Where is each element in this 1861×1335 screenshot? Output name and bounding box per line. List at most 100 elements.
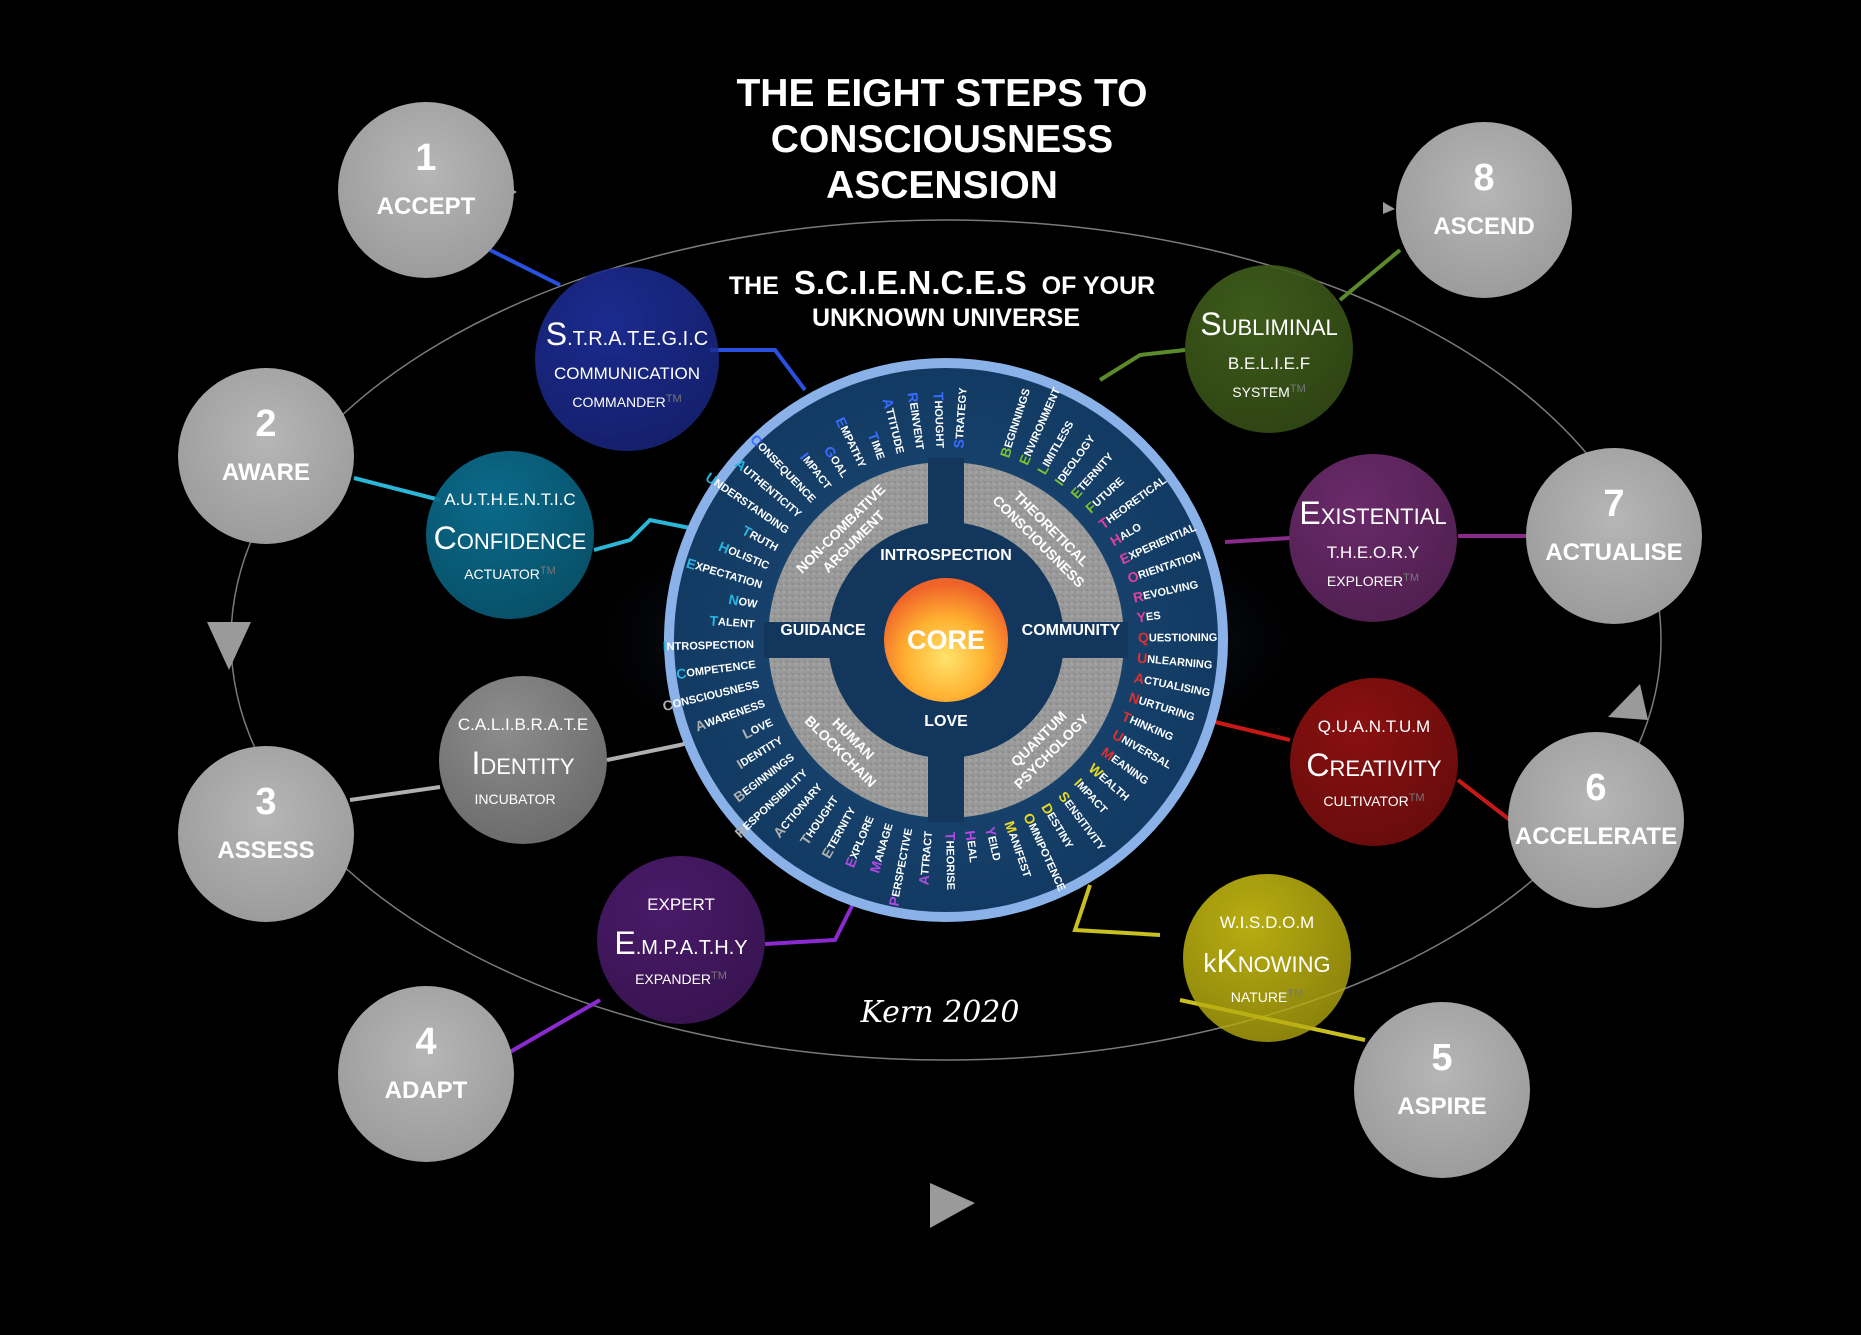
step-label: ACTUALISE (1545, 539, 1682, 566)
science-title-rest: ONFIDENCE (457, 529, 587, 554)
connector-line (710, 348, 807, 392)
science-top: W.I.S.D.O.M (1220, 913, 1314, 932)
spoke-left: GUIDANCE (780, 622, 866, 639)
subtitle-suffix: OF YOUR (1042, 272, 1155, 300)
trademark: TM (540, 565, 556, 577)
science-bottom: ACTUATOR (464, 566, 540, 582)
step-label: ASPIRE (1397, 1093, 1486, 1120)
core-label: CORE (907, 625, 985, 655)
science-title-rest: XISTENTIAL (1321, 504, 1447, 529)
spoke-top: INTROSPECTION (880, 547, 1012, 564)
science-second: T.H.E.O.R.Y (1327, 543, 1420, 562)
science-title-rest: .M.P.A.T.H.Y (636, 937, 748, 959)
ring-word: INTROSPECTION (663, 636, 755, 654)
title-line-3: ASCENSION (826, 164, 1058, 207)
science-disc (1183, 874, 1351, 1042)
science-disc (597, 856, 765, 1024)
science-bottom: COMMANDER (572, 394, 665, 410)
ring-word: THOUGHT (931, 392, 949, 449)
science-title: IDENTITY (471, 745, 574, 781)
ring-word: NOW (727, 591, 759, 612)
ring-word: STRATEGY (950, 386, 970, 449)
science-disc (1289, 454, 1457, 622)
step-disc (338, 102, 514, 278)
subtitle-acronym: S.C.I.E.N.C.E.S (794, 264, 1027, 301)
step-label: ACCEPT (377, 193, 476, 220)
connector-line (593, 517, 701, 552)
science-top: Q.U.A.N.T.U.M (1318, 717, 1430, 736)
orbit-arrow-small-right (1383, 202, 1395, 214)
science-disc (439, 676, 607, 844)
trademark: TM (556, 790, 572, 802)
ring-word: THEORISE (943, 832, 960, 890)
connector-line (349, 785, 441, 802)
ring-word: YEILD (982, 825, 1005, 862)
science-title: S.T.R.A.T.E.G.I.C (546, 316, 708, 352)
science-second: COMMUNICATION (554, 364, 700, 383)
connector-line (1072, 884, 1161, 937)
signature: Kern 2020 (860, 995, 1020, 1030)
science-subtitle: EXPLORERTM (1327, 572, 1419, 589)
title: THE EIGHT STEPS TO CONSCIOUSNESS ASCENSI… (736, 72, 1147, 207)
connector-line (1224, 536, 1291, 544)
ring-word: TALENT (709, 612, 756, 632)
steps: 1ACCEPT2AWARE3ASSESS4ADAPT5ASPIRE6ACCELE… (178, 102, 1702, 1178)
science-title-rest: UBLIMINAL (1222, 315, 1338, 340)
science-title-rest: REATIVITY (1330, 756, 1442, 781)
step-label: ACCELERATE (1515, 823, 1677, 850)
step-label: AWARE (222, 459, 310, 486)
trademark: TM (1409, 792, 1425, 804)
step-disc (1354, 1002, 1530, 1178)
ring-word: YES (1136, 607, 1162, 626)
connector-line (764, 889, 862, 946)
science-subtitle: ACTUATORTM (464, 565, 556, 582)
connector-line (353, 476, 441, 502)
orbit-arrow-right (930, 1183, 975, 1228)
trademark: TM (666, 393, 682, 405)
science-title-rest: .T.R.A.T.E.G.I.C (567, 328, 708, 350)
science-subtitle: EXPANDERTM (635, 970, 727, 987)
step-number: 4 (415, 1021, 436, 1063)
subtitle-line-2: UNKNOWN UNIVERSE (812, 304, 1080, 332)
connector-line (508, 998, 602, 1054)
sciences-wheel: STRATEGYTHOUGHTREINVENTATTITUDETIMEEMPAT… (661, 358, 1228, 922)
science-disc (535, 267, 719, 451)
science-bottom: EXPANDER (635, 971, 711, 987)
science-title: CREATIVITY (1306, 747, 1441, 783)
ring-word: HEAL (962, 829, 982, 863)
step-label: ADAPT (385, 1077, 468, 1104)
science-disc (1290, 678, 1458, 846)
science-second: B.E.L.I.E.F (1228, 354, 1310, 373)
spoke-right: COMMUNITY (1022, 622, 1121, 639)
trademark: TM (1287, 988, 1303, 1000)
step-number: 1 (415, 137, 436, 179)
trademark: TM (711, 970, 727, 982)
connector-line (1338, 248, 1402, 302)
science-title-initial: I (471, 745, 480, 781)
science-title-initial: S (1200, 306, 1221, 342)
science-circle-1: S.T.R.A.T.E.G.I.C COMMUNICATION COMMANDERT… (535, 267, 719, 451)
connector-line (1214, 720, 1291, 742)
step-number: 3 (255, 781, 276, 823)
science-title-rest: NOWING (1238, 952, 1331, 977)
science-title-rest: DENTITY (480, 754, 574, 779)
science-title-initial: C (434, 520, 457, 556)
subtitle: THE S.C.I.E.N.C.E.S OF YOUR UNKNOWN UNIV… (729, 264, 1155, 332)
connector-line (489, 248, 561, 287)
science-subtitle: CULTIVATORTM (1323, 792, 1424, 809)
connector-line (1098, 348, 1186, 382)
science-top: EXPERT (647, 895, 715, 914)
science-disc (426, 451, 594, 619)
core-circle (884, 578, 1008, 702)
